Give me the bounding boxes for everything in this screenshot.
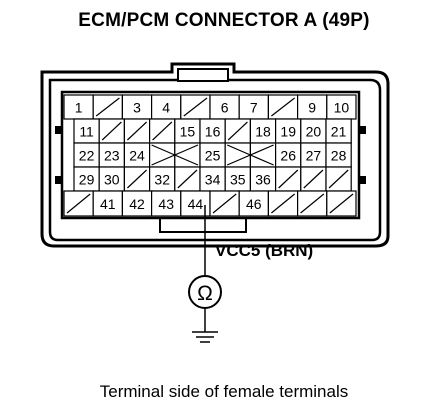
connector-key-right-2 <box>360 176 366 184</box>
terminal-number: 41 <box>100 196 116 212</box>
connector-bottom-tab <box>159 218 247 233</box>
empty-cavity-mark <box>278 169 299 189</box>
empty-cavity-mark <box>126 121 148 141</box>
terminal-number: 21 <box>331 124 347 140</box>
terminal-number: 9 <box>308 100 316 116</box>
terminal-cell <box>92 190 123 217</box>
empty-cavity-mark <box>271 193 295 214</box>
terminal-number: 32 <box>154 172 170 188</box>
terminal-number: 43 <box>158 196 174 212</box>
empty-cavity-x <box>151 144 199 166</box>
empty-cavity-mark <box>95 97 120 117</box>
terminal-number: 20 <box>306 124 322 140</box>
terminal-cell <box>174 142 201 168</box>
terminal-number: 26 <box>280 148 296 164</box>
terminal-cell <box>326 94 357 120</box>
terminal-cell <box>300 118 327 144</box>
ground-icon <box>192 331 218 343</box>
terminal-number: 24 <box>129 148 145 164</box>
terminal-number: 29 <box>79 172 95 188</box>
terminal-cell <box>325 142 352 168</box>
empty-cavity-mark <box>66 193 91 214</box>
empty-cavity-mark <box>329 193 354 214</box>
terminal-number: 28 <box>331 148 347 164</box>
terminal-cell <box>199 118 226 144</box>
empty-cavity-mark <box>126 169 148 189</box>
terminal-number: 6 <box>221 100 229 116</box>
ohm-symbol: Ω <box>197 282 213 305</box>
terminal-number: 10 <box>334 100 350 116</box>
terminal-cell <box>275 142 302 168</box>
terminal-number: 3 <box>133 100 141 116</box>
terminal-number: 16 <box>205 124 221 140</box>
terminal-number: 34 <box>205 172 221 188</box>
empty-cavity-mark <box>101 121 122 141</box>
terminal-cell <box>249 142 277 168</box>
terminal-number: 22 <box>79 148 95 164</box>
terminal-number: 46 <box>246 196 262 212</box>
terminal-number: 15 <box>180 124 196 140</box>
terminal-cell <box>199 166 226 192</box>
empty-cavity-mark <box>300 193 325 214</box>
terminal-cell <box>238 190 269 217</box>
terminal-block <box>60 90 361 220</box>
empty-cavity-mark <box>177 169 198 189</box>
empty-cavity-mark <box>328 169 349 189</box>
empty-cavity-x <box>226 144 274 166</box>
connector-key-left-2 <box>55 176 61 184</box>
terminal-cell <box>121 190 153 217</box>
terminal-number: 7 <box>250 100 258 116</box>
terminal-number: 4 <box>162 100 170 116</box>
terminal-number: 30 <box>104 172 120 188</box>
terminal-number: 23 <box>104 148 120 164</box>
connector-key-left-1 <box>55 126 61 134</box>
empty-cavity-mark <box>212 193 237 214</box>
terminal-cell <box>224 166 251 192</box>
terminal-number: 1 <box>75 100 83 116</box>
diagram-caption: Terminal side of female terminals <box>99 382 349 401</box>
empty-cavity-mark <box>183 97 208 117</box>
terminal-cell <box>209 94 240 120</box>
empty-cavity-mark <box>271 97 295 117</box>
connector-housing-inner <box>48 78 382 242</box>
terminal-number: 18 <box>255 124 271 140</box>
empty-cavity-mark <box>303 169 324 189</box>
pin-callout-label: VCC5 (BRN) <box>215 241 313 260</box>
connector-key-right-1 <box>360 126 366 134</box>
terminal-cell <box>174 118 201 144</box>
terminal-number: 35 <box>230 172 246 188</box>
terminal-number: 11 <box>79 124 94 140</box>
diagram-title: ECM/PCM CONNECTOR A (49P) <box>78 10 370 31</box>
connector-latch <box>177 68 229 82</box>
connector-housing-outer <box>40 62 390 248</box>
terminal-number: 42 <box>129 196 145 212</box>
terminal-cell <box>149 142 176 168</box>
terminal-cell <box>224 142 251 168</box>
terminal-cell <box>300 142 327 168</box>
terminal-number: 25 <box>205 148 221 164</box>
terminal-number: 27 <box>306 148 322 164</box>
empty-cavity-mark <box>152 121 173 141</box>
terminal-number: 19 <box>280 124 296 140</box>
terminal-number: 36 <box>255 172 271 188</box>
terminal-number: 44 <box>188 196 204 212</box>
empty-cavity-mark <box>227 121 248 141</box>
